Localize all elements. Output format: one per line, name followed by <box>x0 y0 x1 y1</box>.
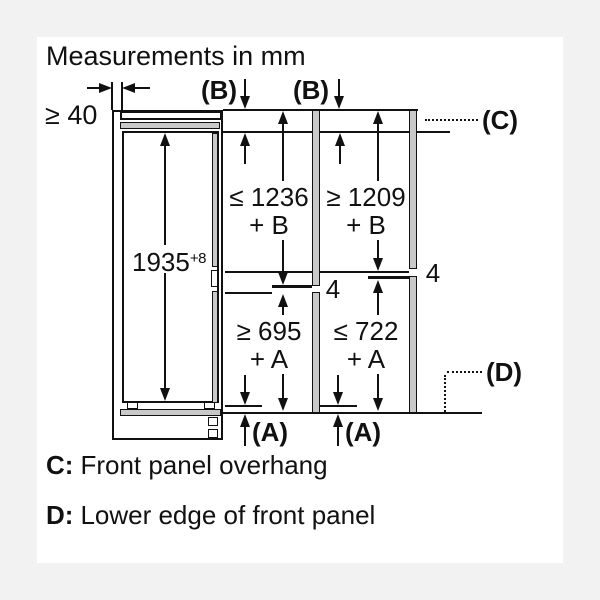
legend-d-text: Lower edge of front panel <box>80 500 376 530</box>
niche-height-tolerance: +8 <box>189 250 207 267</box>
base-plate <box>120 409 221 416</box>
d-leader-dotted-vertical <box>444 375 446 412</box>
appliance-door-upper <box>212 133 218 267</box>
lower-min-arrowhead-bottom-icon <box>278 398 288 411</box>
a-up-arrowhead-right-icon <box>333 414 343 427</box>
a-label-left: (A) <box>252 417 289 447</box>
lower-panel-max-suffix: + A <box>346 344 386 374</box>
panel-gap-value-right: 4 <box>425 258 441 288</box>
panel-top-line <box>223 109 418 111</box>
upper-min-shaft-top <box>377 124 379 181</box>
upper-max-arrowhead-bottom-icon <box>278 272 288 285</box>
door-bottom-edge-line <box>225 292 272 294</box>
appliance-foot-left <box>127 402 138 409</box>
a-down-arrowhead-left-icon <box>240 392 250 405</box>
front-panel-1-upper <box>312 110 320 286</box>
appliance-body <box>122 131 219 403</box>
panel2-gap-edge-line <box>368 276 409 279</box>
diagram-title: Measurements in mm <box>46 41 306 71</box>
front-panel-2-upper <box>409 110 417 269</box>
upper-min-arrowhead-top-icon <box>373 111 383 124</box>
upper-min-arrowhead-bottom-icon <box>373 258 383 271</box>
lower-max-shaft-top <box>377 293 379 315</box>
overhang-arrow-shaft-left <box>244 146 246 164</box>
lower-max-shaft-bottom <box>377 374 379 398</box>
overhang-arrow-shaft-right <box>339 146 341 164</box>
upper-min-shaft-bottom <box>377 240 379 258</box>
height-arrowhead-top-icon <box>160 133 170 146</box>
lower-min-shaft-top <box>282 307 284 315</box>
a-down-arrowhead-right-icon <box>333 392 343 405</box>
c-label: (C) <box>482 105 519 135</box>
panel-bottom-line <box>223 412 482 414</box>
b-arrowhead-right-icon <box>334 96 344 109</box>
panel-gap-value-left: 4 <box>325 274 341 304</box>
clearance-extension-line-left <box>111 82 113 110</box>
upper-panel-min-suffix: + B <box>346 210 386 240</box>
top-vent-bar-lower <box>120 122 220 129</box>
clearance-arrowhead-left-icon <box>122 83 135 93</box>
lower-max-arrowhead-bottom-icon <box>373 398 383 411</box>
lower-panel-min-value: ≥ 695 <box>236 316 302 346</box>
appliance-top-line <box>223 131 450 133</box>
door-split-detail <box>211 270 218 287</box>
a-up-arrowhead-left-icon <box>240 414 250 427</box>
height-arrowhead-bottom-icon <box>160 388 170 401</box>
overhang-arrowhead-right-icon <box>335 133 345 146</box>
height-arrow-shaft-bottom <box>164 273 166 389</box>
upper-panel-max-value: ≤ 1236 <box>229 182 309 212</box>
upper-max-shaft-top <box>282 124 284 181</box>
lower-panel-min-suffix: + A <box>249 344 289 374</box>
d-leader-dotted-line <box>447 371 482 373</box>
legend-line-d: D:Lower edge of front panel <box>46 501 375 529</box>
b-arrow-shaft-left <box>244 79 246 96</box>
height-arrow-shaft-top <box>164 145 166 245</box>
lower-min-arrowhead-top-icon <box>278 294 288 307</box>
base-adjuster-upper <box>208 417 218 426</box>
d-label: (D) <box>486 357 523 387</box>
b-label-left: (B) <box>200 75 238 105</box>
niche-height-number: 1935 <box>132 247 190 277</box>
b-arrow-shaft-right <box>338 79 340 96</box>
appliance-bottom-line-left <box>225 405 262 407</box>
upper-max-shaft-bottom <box>282 240 284 272</box>
legend-d-key: D: <box>46 500 74 530</box>
a-down-shaft-right <box>337 375 339 392</box>
top-vent-bar-upper <box>120 111 222 120</box>
front-panel-1-lower <box>312 292 320 413</box>
lower-panel-max-value: ≤ 722 <box>333 316 399 346</box>
overhang-arrowhead-left-icon <box>240 133 250 146</box>
clearance-arrow-shaft-left <box>87 87 100 89</box>
niche-height-value: 1935+8 <box>123 245 215 276</box>
legend-line-c: C:Front panel overhang <box>46 451 328 479</box>
panel1-gap-edge-line <box>272 285 312 288</box>
legend-c-key: C: <box>46 450 74 480</box>
appliance-bottom-line-right <box>320 405 357 407</box>
c-leader-dotted-line <box>425 119 478 121</box>
a-up-shaft-right <box>337 427 339 446</box>
legend-c-text: Front panel overhang <box>80 450 328 480</box>
lower-max-arrowhead-top-icon <box>373 280 383 293</box>
a-label-right: (A) <box>345 417 382 447</box>
upper-max-arrowhead-top-icon <box>278 111 288 124</box>
a-down-shaft-left <box>244 375 246 392</box>
clearance-extension-line-right <box>121 82 123 110</box>
lower-min-shaft-bottom <box>282 374 284 398</box>
upper-panel-min-value: ≥ 1209 <box>326 182 406 212</box>
appliance-foot-right <box>204 402 215 409</box>
door-split-line-right <box>320 271 409 273</box>
b-label-right: (B) <box>292 75 330 105</box>
appliance-door-lower <box>212 291 218 403</box>
a-up-shaft-left <box>244 427 246 446</box>
clearance-arrow-shaft-right <box>135 87 150 89</box>
door-split-line-left <box>225 271 312 273</box>
side-clearance-value: ≥ 40 <box>45 100 98 130</box>
clearance-arrowhead-right-icon <box>99 83 112 93</box>
upper-panel-max-suffix: + B <box>249 210 289 240</box>
b-arrowhead-left-icon <box>240 96 250 109</box>
base-adjuster-lower <box>208 429 218 438</box>
